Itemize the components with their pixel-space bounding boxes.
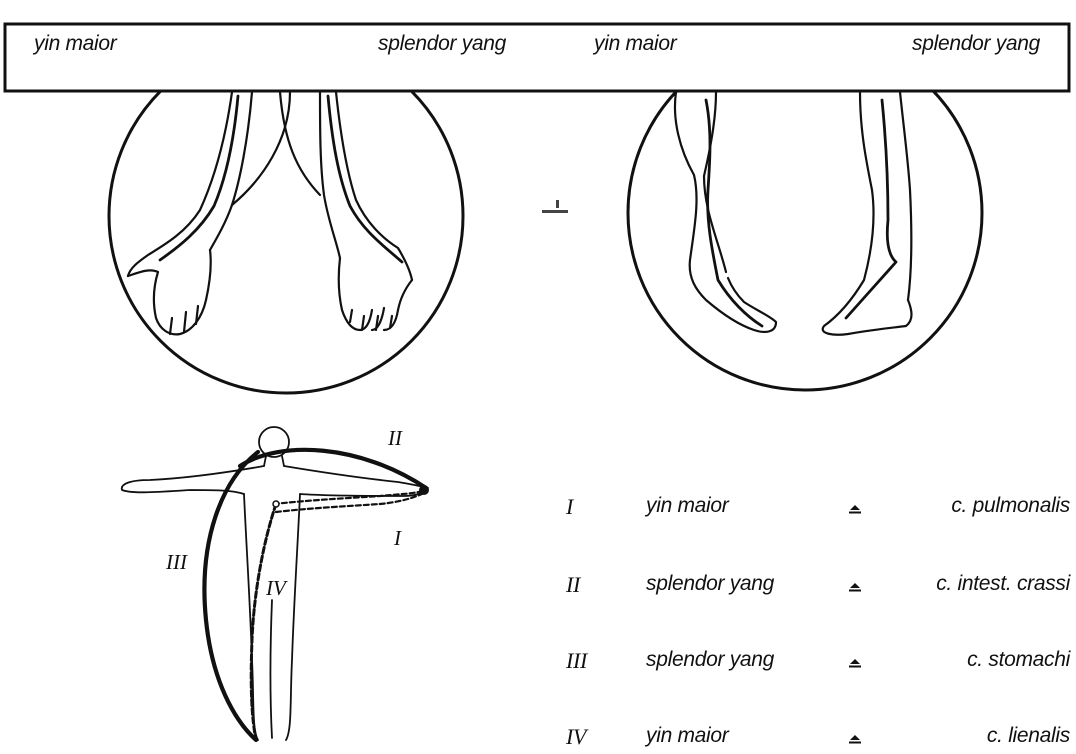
meridian-iv — [251, 504, 276, 740]
legend-channel: c. stomachi — [967, 648, 1070, 672]
legend-meridian-name: splendor yang — [646, 572, 774, 596]
header-yin-maior-arms: yin maior — [34, 32, 117, 56]
legend-numeral: II — [566, 572, 580, 598]
small-triangle-equivalence-icon — [848, 734, 862, 744]
legend-numeral: I — [566, 494, 573, 520]
header-splendor-yang-legs: splendor yang — [912, 32, 1040, 56]
legend-numeral: III — [566, 648, 587, 674]
figure-label-ii: II — [388, 426, 402, 451]
legend-channel: c. pulmonalis — [951, 494, 1070, 518]
figure-label-iv: IV — [266, 576, 286, 601]
meridian-i — [274, 490, 426, 504]
figure-label-i: I — [394, 526, 401, 551]
chest-point — [273, 501, 279, 507]
small-triangle-equivalence-icon — [848, 582, 862, 592]
header-yin-maior-legs: yin maior — [594, 32, 677, 56]
scan-mark — [542, 200, 568, 213]
legs-drawing — [675, 92, 912, 335]
legend-channel: c. lienalis — [987, 724, 1070, 748]
header-splendor-yang-arms: splendor yang — [378, 32, 506, 56]
legend-channel: c. intest. crassi — [936, 572, 1070, 596]
meridian-lines — [204, 450, 426, 740]
header-box — [5, 24, 1069, 91]
small-triangle-equivalence-icon — [848, 658, 862, 668]
small-triangle-equivalence-icon — [848, 504, 862, 514]
legend-meridian-name: splendor yang — [646, 648, 774, 672]
legend-numeral: IV — [566, 724, 586, 750]
figure-label-iii: III — [166, 550, 187, 575]
hand-point — [419, 485, 429, 495]
legend-meridian-name: yin maior — [646, 494, 729, 518]
legend-meridian-name: yin maior — [646, 724, 729, 748]
arms-drawing — [128, 92, 412, 334]
